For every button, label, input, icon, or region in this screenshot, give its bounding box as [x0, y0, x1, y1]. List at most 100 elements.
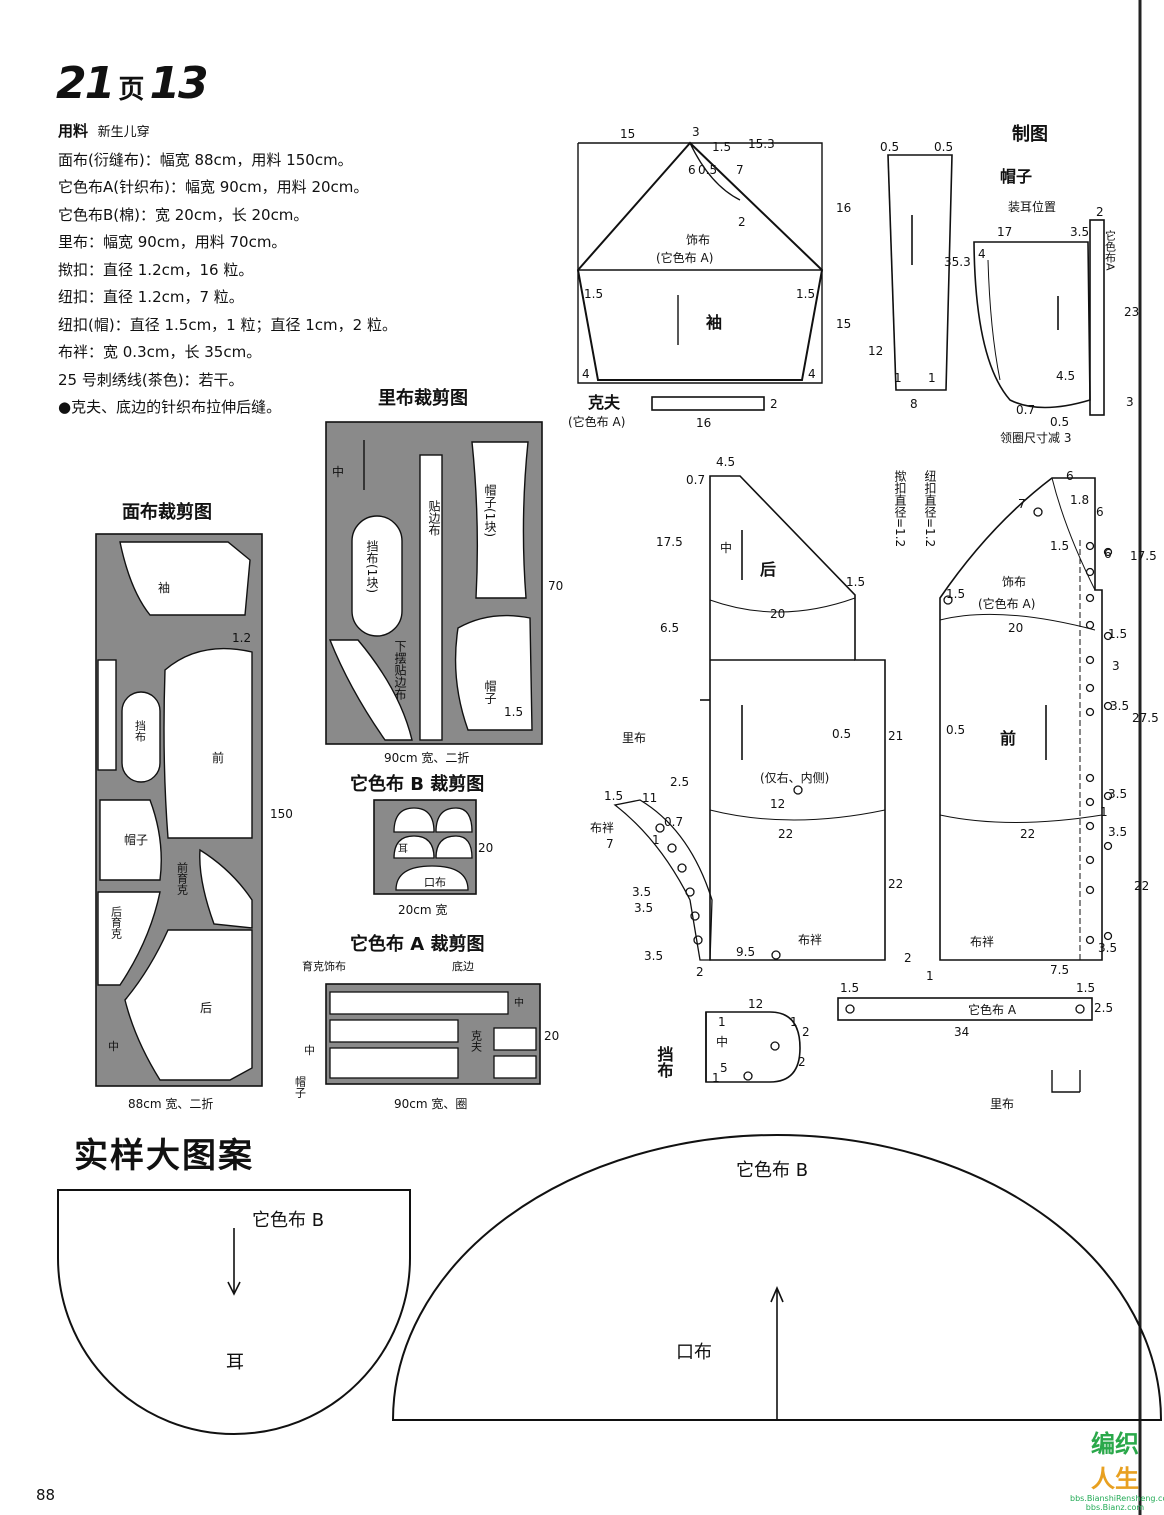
ear-colorB: 它色布 B — [252, 1210, 324, 1231]
svg-text:3.5: 3.5 — [632, 885, 651, 899]
hem-facing: 下摆贴边布 — [393, 640, 407, 701]
lining-width: 90cm 宽、二折 — [384, 750, 469, 765]
svg-text:150: 150 — [270, 807, 293, 821]
colorA-yoke: 育克饰布 — [302, 959, 346, 973]
svg-text:1: 1 — [928, 371, 936, 385]
svg-text:1.5: 1.5 — [504, 705, 523, 719]
colorB-title: 它色布 B 裁剪图 — [350, 774, 485, 795]
lining-title: 里布裁剪图 — [378, 388, 468, 409]
material-line: 它色布B(棉)：宽 20cm，长 20cm。 — [58, 205, 309, 224]
svg-text:11: 11 — [642, 791, 657, 805]
svg-text:17: 17 — [997, 225, 1012, 239]
svg-text:0.7: 0.7 — [686, 473, 705, 487]
face-center: 中 — [108, 1040, 119, 1053]
watermark-url2: bbs.Bianz.com — [1085, 1503, 1145, 1512]
face-title: 面布裁剪图 — [122, 502, 212, 523]
hood-colorA: 它色布A — [1104, 229, 1117, 271]
lining-hood: 帽子(1块) — [483, 483, 497, 537]
svg-text:0.7: 0.7 — [664, 815, 683, 829]
svg-text:1.5: 1.5 — [846, 575, 865, 589]
right-inside-note: (仅右、内侧) — [760, 770, 829, 785]
svg-text:1: 1 — [790, 1015, 798, 1029]
lining-hood-b: 帽子 — [483, 679, 497, 704]
svg-text:22: 22 — [1020, 827, 1035, 841]
ear-position: 装耳位置 — [1008, 199, 1056, 214]
sleeve-draft — [576, 141, 824, 411]
guard-center: 中 — [716, 1034, 728, 1049]
svg-text:20: 20 — [770, 607, 785, 621]
svg-text:0.5: 0.5 — [832, 727, 851, 741]
svg-text:1: 1 — [1100, 805, 1108, 819]
material-line: 面布(衍缝布)：幅宽 88cm，用料 150cm。 — [58, 150, 353, 169]
svg-text:1.5: 1.5 — [1050, 539, 1069, 553]
svg-text:2: 2 — [738, 215, 746, 229]
svg-text:9.5: 9.5 — [736, 945, 755, 959]
svg-text:12: 12 — [770, 797, 785, 811]
button-diameter: 纽扣直径=1.2 — [923, 470, 937, 548]
svg-text:35.3: 35.3 — [944, 255, 971, 269]
svg-text:2: 2 — [802, 1025, 810, 1039]
page-number: 88 — [36, 1486, 56, 1504]
svg-text:20: 20 — [1008, 621, 1023, 635]
lining-small-label: 里布 — [622, 731, 646, 745]
face-sleeve: 袖 — [158, 580, 170, 595]
lining-center: 中 — [332, 464, 344, 479]
svg-text:23: 23 — [1124, 305, 1139, 319]
svg-text:1.5: 1.5 — [604, 789, 623, 803]
svg-text:0.7: 0.7 — [1016, 403, 1035, 417]
svg-text:17.5: 17.5 — [1130, 549, 1157, 563]
materials-title: 用料 — [58, 122, 89, 140]
svg-text:34: 34 — [954, 1025, 969, 1039]
front-label: 前 — [1000, 729, 1016, 748]
face-guard: 挡布 — [134, 719, 147, 743]
svg-text:17.5: 17.5 — [656, 535, 683, 549]
actual-size-title: 实样大图案 — [74, 1136, 254, 1176]
svg-text:6: 6 — [1096, 505, 1104, 519]
material-line: 布袢：宽 0.3cm，长 35cm。 — [58, 343, 262, 361]
svg-text:2: 2 — [1096, 205, 1104, 219]
material-line: ●克夫、底边的针织布拉伸后缝。 — [58, 398, 282, 416]
svg-text:16: 16 — [696, 416, 711, 430]
svg-text:4: 4 — [978, 247, 986, 261]
svg-text:1: 1 — [712, 1071, 720, 1085]
colorA-hem: 底边 — [452, 959, 474, 973]
svg-text:1.2: 1.2 — [232, 631, 251, 645]
svg-text:2: 2 — [770, 397, 778, 411]
svg-text:1.5: 1.5 — [946, 587, 965, 601]
face-width: 88cm 宽、二折 — [128, 1096, 213, 1111]
material-line: 25 号刺绣线(茶色)：若干。 — [58, 370, 244, 389]
svg-text:16: 16 — [836, 201, 851, 215]
svg-text:3: 3 — [692, 125, 700, 139]
cuff-colorA: (它色布 A) — [568, 414, 625, 429]
watermark-url1: bbs.BianshiRensheng.com — [1070, 1494, 1164, 1503]
svg-text:3: 3 — [1126, 395, 1134, 409]
colorA-center2: 中 — [304, 1044, 315, 1057]
ornament-colorA: (它色布 A) — [656, 250, 713, 265]
snap-diameter: 揿扣直径=1.2 — [893, 469, 907, 548]
svg-text:7: 7 — [736, 163, 744, 177]
ear-label: 耳 — [226, 1352, 244, 1373]
svg-text:1.5: 1.5 — [840, 981, 859, 995]
mouth-label: 口布 — [676, 1342, 712, 1363]
svg-text:1: 1 — [718, 1015, 726, 1029]
face-back: 后 — [200, 1001, 212, 1015]
material-line: 纽扣(帽)：直径 1.5cm，1 粒；直径 1cm，2 粒。 — [58, 315, 397, 334]
page-header: 21 页 13 — [56, 58, 209, 109]
colorA-cuff: 克夫 — [470, 1030, 483, 1053]
svg-text:22: 22 — [778, 827, 793, 841]
svg-text:3.5: 3.5 — [1108, 825, 1127, 839]
back-label: 后 — [760, 560, 776, 579]
materials-subtitle: 新生儿穿 — [97, 125, 150, 140]
svg-text:2: 2 — [696, 965, 704, 979]
svg-text:3: 3 — [1112, 659, 1120, 673]
svg-text:4: 4 — [582, 367, 590, 381]
svg-text:2.5: 2.5 — [1094, 1001, 1113, 1015]
svg-text:5: 5 — [720, 1061, 728, 1075]
face-yoke-front: 前育克 — [176, 861, 189, 895]
mouth-colorB: 它色布 B — [736, 1160, 808, 1181]
svg-text:4.5: 4.5 — [716, 455, 735, 469]
svg-text:1.8: 1.8 — [1070, 493, 1089, 507]
svg-text:3.5: 3.5 — [644, 949, 663, 963]
neck-note: 领圈尺寸减 3 — [1000, 431, 1071, 445]
